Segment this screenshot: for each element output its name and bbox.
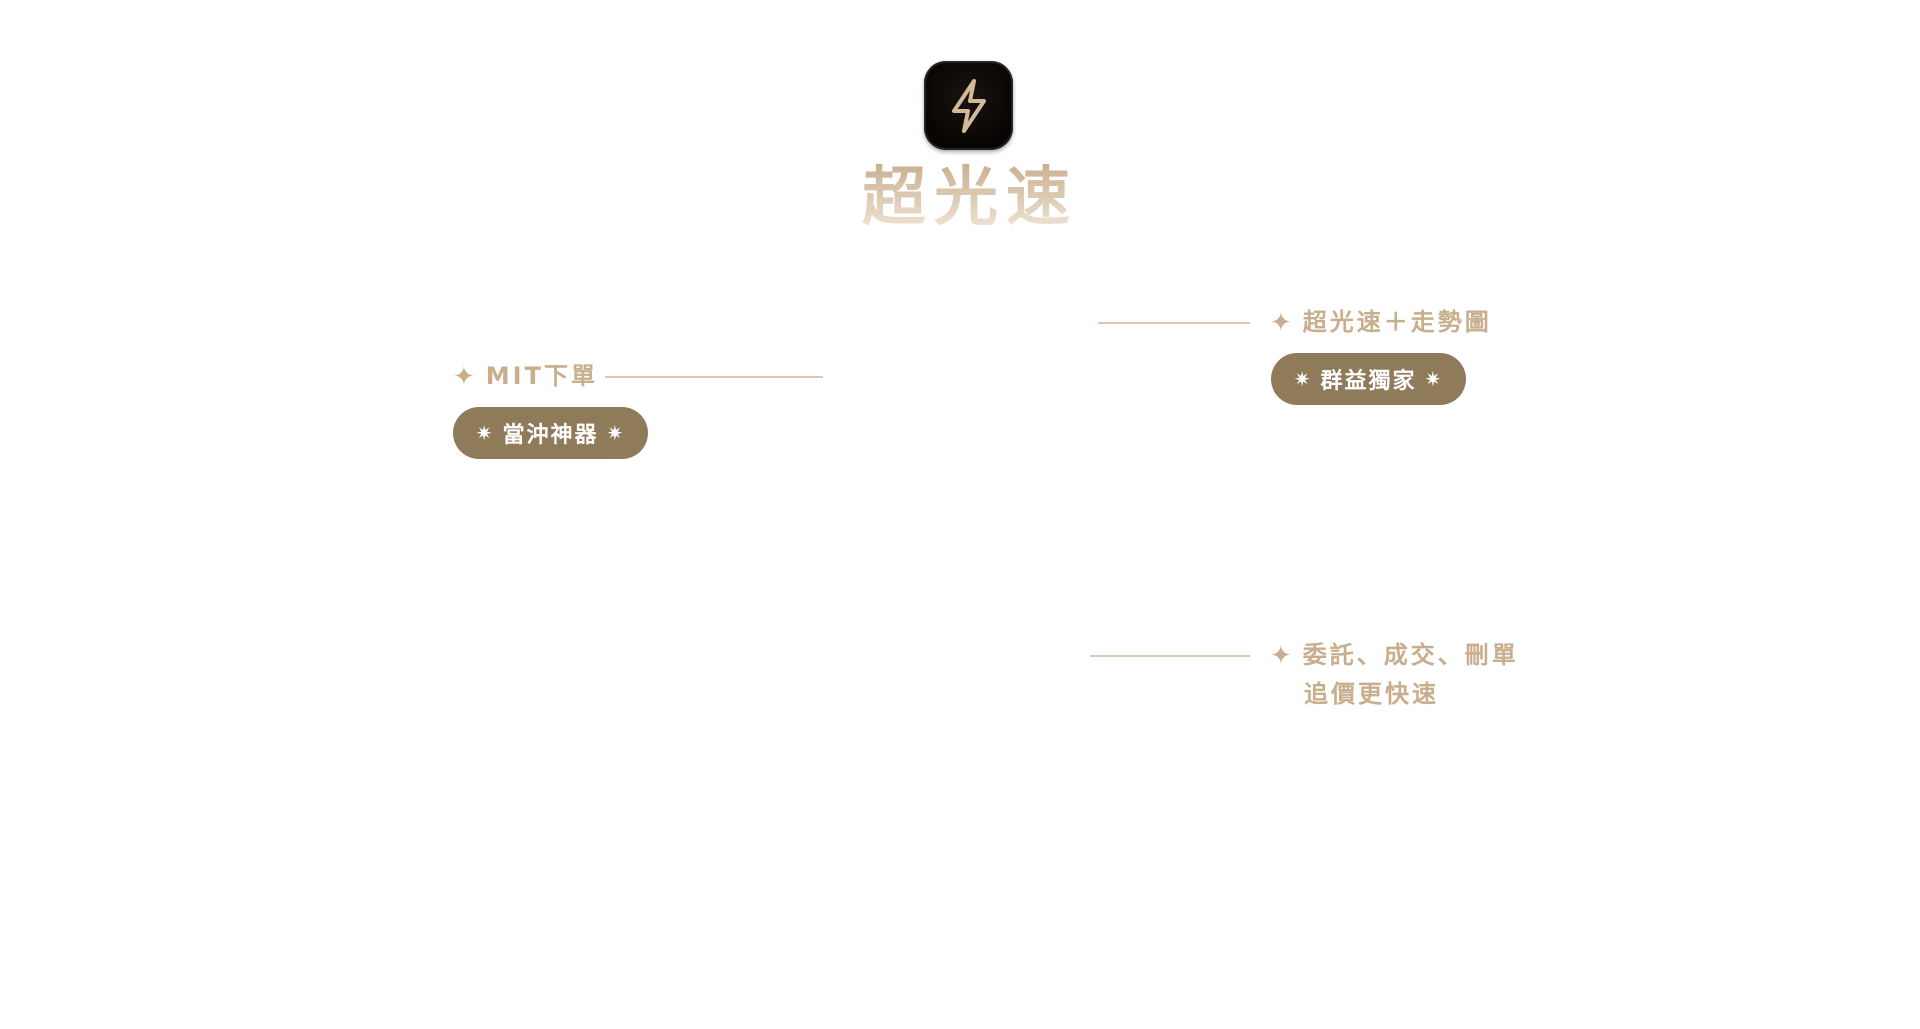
feature-speed-line1: 委託、成交、刪單	[1302, 641, 1519, 669]
connector-line-speed	[1090, 655, 1250, 657]
badge-day-trade: ✷ 當沖神器 ✷	[453, 407, 648, 459]
feature-speed-line2: 追價更快速	[1304, 680, 1439, 708]
four-point-star-icon: ✦	[453, 362, 478, 392]
feature-trend-chart-text: 超光速＋走勢圖	[1302, 308, 1492, 336]
lightning-bolt-icon	[944, 77, 994, 135]
feature-mit-order-label: ✦MIT下單	[453, 357, 598, 396]
four-point-star-icon: ✦	[1270, 308, 1295, 338]
app-icon	[924, 61, 1013, 150]
feature-mit-order-text: MIT下單	[485, 362, 598, 390]
feature-speed-label: ✦委託、成交、刪單 追價更快速	[1270, 636, 1519, 713]
sparkle-icon: ✷	[1424, 367, 1444, 391]
badge-exclusive: ✷ 群益獨家 ✷	[1271, 353, 1466, 405]
connector-line-trend	[1098, 322, 1250, 324]
four-point-star-icon: ✦	[1270, 641, 1295, 671]
badge-day-trade-text: 當沖神器	[502, 423, 599, 448]
app-title: 超光速	[760, 160, 1180, 236]
connector-line-mit	[605, 376, 823, 378]
feature-trend-chart-label: ✦超光速＋走勢圖	[1270, 303, 1492, 342]
sparkle-icon: ✷	[475, 421, 495, 445]
sparkle-icon: ✷	[606, 421, 626, 445]
sparkle-icon: ✷	[1293, 367, 1313, 391]
badge-exclusive-text: 群益獨家	[1320, 369, 1417, 394]
